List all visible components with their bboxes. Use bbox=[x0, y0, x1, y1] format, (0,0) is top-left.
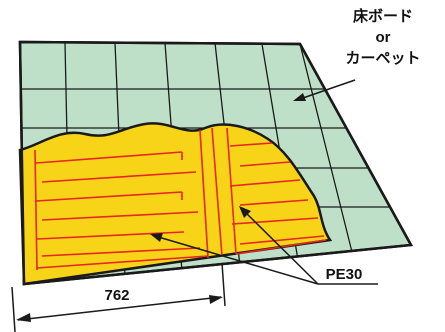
heater-label: PE30 bbox=[326, 266, 363, 283]
dimension-label: 762 bbox=[104, 287, 129, 304]
heater-panel bbox=[18, 122, 333, 286]
dimension-line bbox=[11, 262, 226, 332]
finish-label-line3: カーペット bbox=[345, 50, 420, 67]
finish-label-line1: 床ボード bbox=[353, 7, 413, 25]
dimension-arrow-left bbox=[16, 313, 31, 322]
arrowhead-icon bbox=[239, 206, 251, 218]
finish-label-line2: or bbox=[376, 29, 391, 46]
dimension-arrow-right bbox=[209, 295, 223, 304]
arrowhead-icon bbox=[293, 93, 306, 101]
arrowhead-icon bbox=[150, 233, 163, 242]
leader-lines bbox=[154, 79, 378, 285]
panel-outline bbox=[18, 40, 414, 286]
